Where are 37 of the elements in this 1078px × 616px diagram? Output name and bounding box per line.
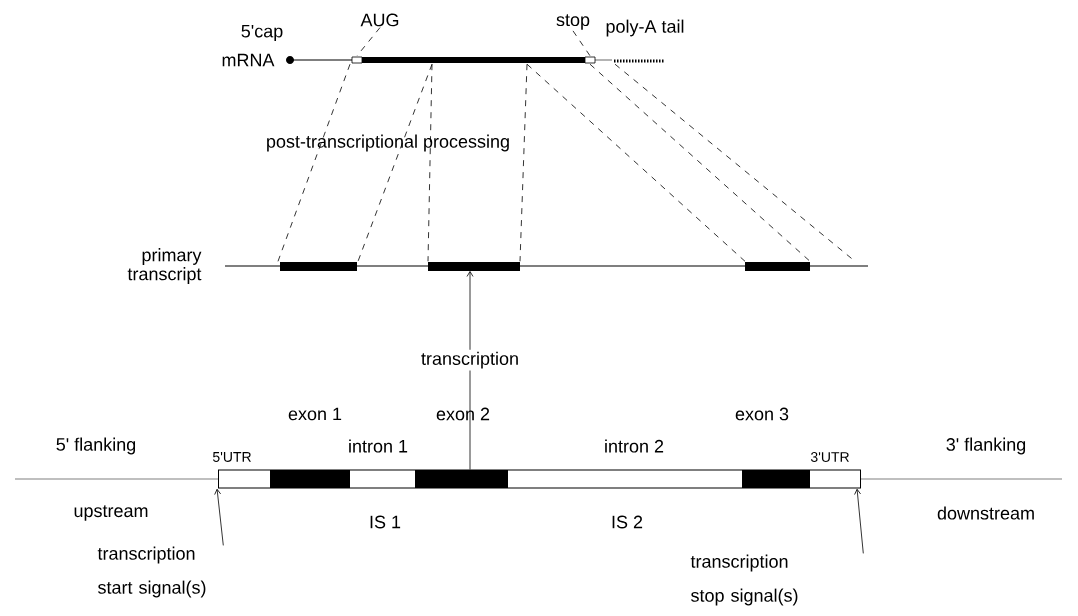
- text-label: post-transcriptional processing: [267, 134, 509, 152]
- utr-label: 3'UTR: [810, 452, 849, 462]
- signal-label: transcription start signal(s): [97, 546, 206, 598]
- signal-label: transcription stop signal(s): [690, 554, 798, 606]
- dashed-line: [519, 63, 528, 262]
- text-label: exon 1: [288, 407, 342, 421]
- codon-label: AUG: [360, 13, 399, 27]
- arrow: [466, 271, 474, 470]
- text-label: poly-A tail: [606, 19, 684, 37]
- arrow: [854, 488, 864, 554]
- edge-label: transcription: [419, 349, 522, 371]
- strand-label: primary transcript: [127, 248, 202, 284]
- text-label: downstream: [937, 506, 1034, 520]
- leader-line: [356, 27, 381, 57]
- text-label: exon 3: [735, 407, 789, 421]
- dashed-line: [526, 63, 746, 262]
- dashed-line: [589, 63, 811, 262]
- dashed-line: [357, 63, 433, 262]
- text-label: intron 1: [349, 439, 408, 453]
- leader-line: [572, 30, 591, 57]
- text-label: IS 2: [612, 515, 643, 529]
- text-label: upstream: [74, 505, 148, 521]
- text-label: IS 1: [370, 515, 401, 529]
- gene-drawing: [14, 469, 1063, 489]
- dashed-line: [277, 63, 351, 262]
- utr-label: 5'UTR: [212, 452, 251, 462]
- dashed-line: [427, 63, 433, 262]
- text-label: intron 2: [605, 439, 664, 453]
- strand-label: mRNA: [222, 53, 275, 67]
- codon-label: stop: [556, 14, 590, 30]
- primary-transcript-drawing: [224, 262, 869, 271]
- text-label: 5'cap: [241, 24, 283, 42]
- mrna-strand-drawing: [286, 56, 665, 64]
- text-label: exon 2: [436, 407, 490, 421]
- text-label: 5' flanking: [56, 437, 136, 455]
- text-label: 3' flanking: [946, 437, 1026, 455]
- arrow: [214, 488, 224, 546]
